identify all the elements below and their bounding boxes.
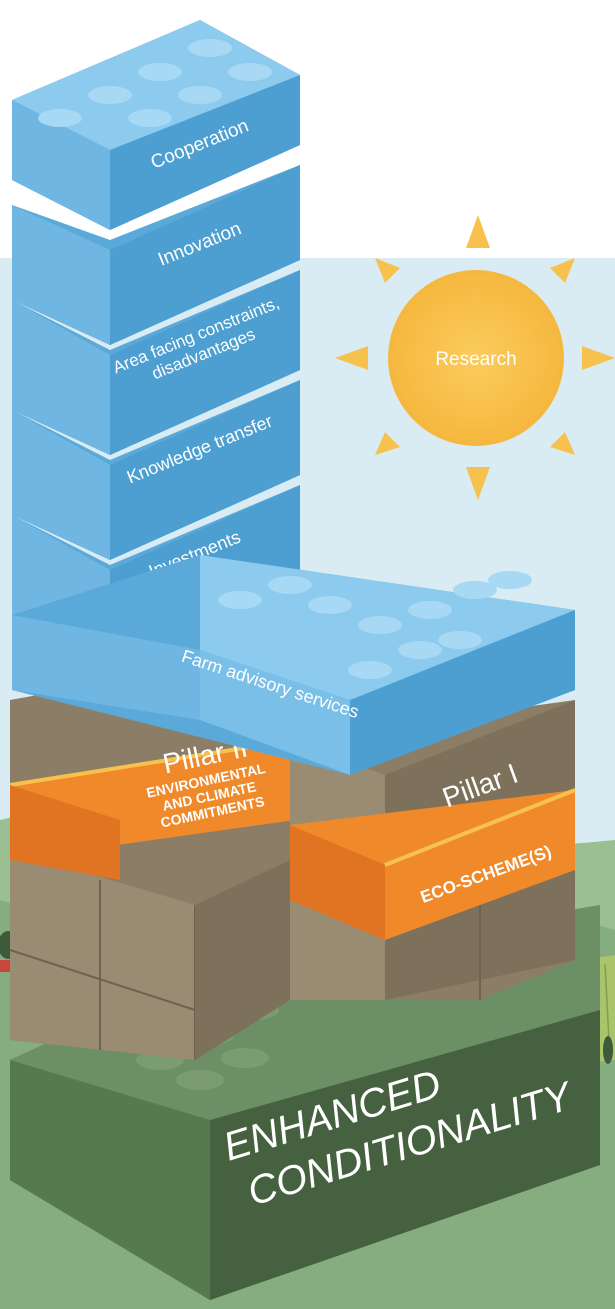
brick-area-constraints	[12, 270, 300, 455]
pillar1-band	[290, 788, 576, 940]
sun-label: Research	[435, 349, 516, 370]
sun-icon	[335, 215, 615, 500]
brick-knowledge-transfer	[12, 380, 300, 560]
brick-farm-advisory	[12, 555, 575, 775]
brick-innovation	[12, 165, 300, 345]
brick-cooperation	[12, 20, 300, 230]
